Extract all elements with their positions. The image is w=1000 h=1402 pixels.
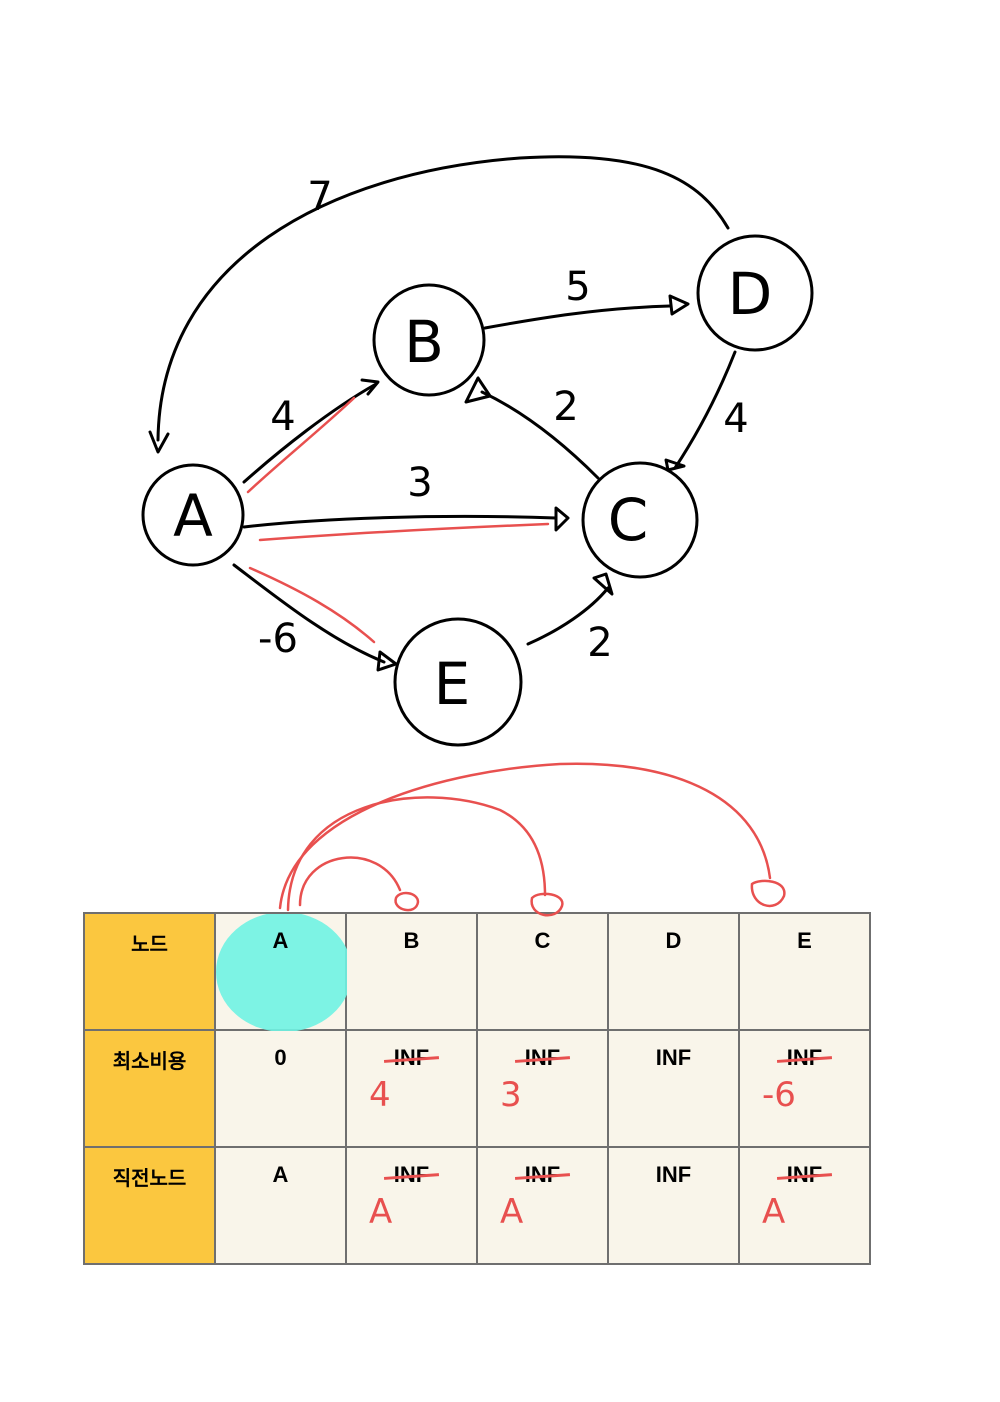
arrowhead-e-c bbox=[592, 572, 614, 596]
cost-cell-e: INF -6 bbox=[738, 1029, 871, 1148]
highlight-a-c bbox=[258, 522, 550, 542]
update-arc-a-e bbox=[278, 762, 772, 910]
arrowhead-b-d bbox=[668, 294, 690, 316]
prev-new-e: A bbox=[762, 1192, 786, 1232]
arrowhead-a-e bbox=[376, 650, 398, 672]
update-arc-a-c bbox=[286, 796, 547, 912]
update-arc-a-b bbox=[298, 856, 402, 907]
node-circle-d bbox=[696, 234, 814, 352]
row-header-prev: 직전노드 bbox=[83, 1146, 216, 1265]
edge-b-d bbox=[483, 304, 672, 330]
cost-cell-a: 0 bbox=[214, 1029, 347, 1148]
node-label-a: A bbox=[173, 482, 213, 550]
prev-old-b: INF bbox=[393, 1162, 430, 1187]
arrowhead-a-b-table bbox=[394, 891, 420, 912]
node-c-label: C bbox=[534, 928, 551, 953]
edge-e-c bbox=[526, 586, 610, 646]
edge-weight-a-e: -6 bbox=[258, 616, 298, 662]
cost-new-b: 4 bbox=[369, 1075, 391, 1115]
edge-c-b bbox=[480, 390, 600, 480]
current-node-marker bbox=[216, 914, 352, 1032]
node-label-c: C bbox=[608, 486, 649, 554]
node-circle-b bbox=[372, 283, 486, 397]
cell-node-c: C bbox=[476, 912, 609, 1031]
edge-a-b bbox=[242, 382, 378, 484]
cost-old-e: INF bbox=[786, 1045, 823, 1070]
row-header-node: 노드 bbox=[83, 912, 216, 1031]
arrowhead-c-b bbox=[464, 376, 492, 404]
table-row-node: 노드 A B C D E bbox=[83, 912, 871, 1032]
edge-weight-d-a: 7 bbox=[307, 174, 332, 220]
cost-new-e: -6 bbox=[762, 1075, 796, 1115]
edge-weight-c-b: 2 bbox=[553, 384, 578, 430]
edge-weight-a-b: 4 bbox=[270, 394, 295, 440]
node-label-d: D bbox=[728, 260, 773, 328]
cost-old-c: INF bbox=[524, 1045, 561, 1070]
cost-cell-d: INF bbox=[607, 1029, 740, 1148]
cell-node-e: E bbox=[738, 912, 871, 1031]
node-b-label: B bbox=[403, 928, 420, 953]
arrowhead-a-e-table bbox=[750, 879, 786, 908]
graph-diagram: A B C D E 4 3 -6 5 2 4 7 2 bbox=[141, 155, 814, 747]
edge-a-e bbox=[232, 563, 386, 664]
prev-new-c: A bbox=[500, 1192, 524, 1232]
cost-new-c: 3 bbox=[500, 1075, 522, 1115]
cell-node-a: A bbox=[214, 912, 352, 1032]
arrowhead-d-a bbox=[148, 430, 170, 454]
node-circle-e bbox=[393, 617, 523, 747]
prev-cell-a: A bbox=[214, 1146, 347, 1265]
prev-new-b: A bbox=[369, 1192, 393, 1232]
arrowhead-a-c bbox=[554, 506, 570, 532]
row-header-cost: 최소비용 bbox=[83, 1029, 216, 1148]
edge-weight-b-d: 5 bbox=[565, 264, 590, 310]
highlight-a-b bbox=[246, 396, 356, 494]
edge-weight-e-c: 2 bbox=[587, 620, 612, 666]
edge-weight-d-c: 4 bbox=[723, 396, 748, 442]
edge-weight-a-c: 3 bbox=[407, 460, 432, 506]
node-d-label: D bbox=[665, 928, 682, 953]
cell-node-b: B bbox=[345, 912, 478, 1031]
cost-old-b: INF bbox=[393, 1045, 430, 1070]
arrowhead-d-c bbox=[664, 458, 686, 472]
prev-cell-d: INF bbox=[607, 1146, 740, 1265]
highlight-a-e bbox=[248, 566, 376, 644]
node-circle-a bbox=[141, 463, 245, 567]
node-label-e: E bbox=[434, 650, 471, 718]
arrowhead-a-b bbox=[360, 378, 380, 396]
prev-old-e: INF bbox=[786, 1162, 823, 1187]
edge-d-a bbox=[156, 155, 730, 442]
node-a-label: A bbox=[272, 928, 289, 953]
node-circle-c bbox=[581, 461, 699, 579]
edge-d-c bbox=[673, 350, 737, 470]
edge-a-c bbox=[242, 514, 558, 529]
node-label-b: B bbox=[404, 308, 444, 376]
node-e-label: E bbox=[797, 928, 812, 953]
prev-old-c: INF bbox=[524, 1162, 561, 1187]
cell-node-d: D bbox=[607, 912, 740, 1031]
